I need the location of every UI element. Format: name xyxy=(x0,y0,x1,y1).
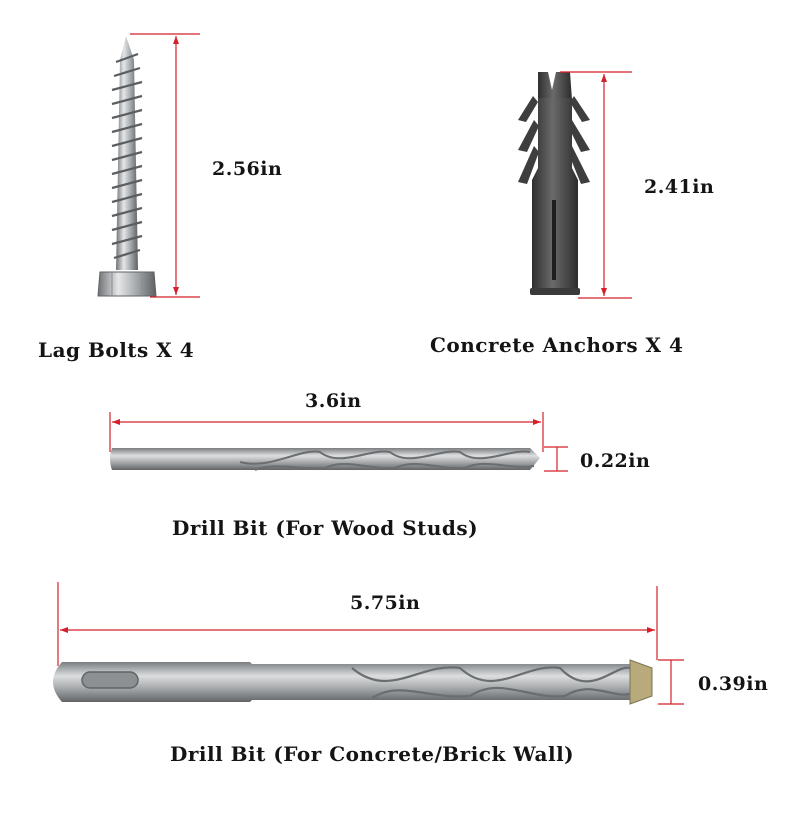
concrete-bit-diameter-line xyxy=(658,659,684,705)
anchor-length-label: 2.41in xyxy=(644,176,715,198)
wood-bit-diameter-label: 0.22in xyxy=(580,450,651,472)
concrete-bit-length-label: 5.75in xyxy=(350,592,421,614)
wood-bit-caption: Drill Bit (For Wood Studs) xyxy=(172,516,479,540)
concrete-drill-bit-image xyxy=(53,659,653,705)
concrete-anchors-caption: Concrete Anchors X 4 xyxy=(430,333,684,357)
lag-bolt-threads xyxy=(111,52,143,260)
wood-bit-diameter-line xyxy=(544,446,568,472)
lag-bolt-dimension-line xyxy=(130,33,200,298)
concrete-bit-flutes xyxy=(351,666,631,699)
lag-bolt-image xyxy=(97,36,157,297)
wood-bit-flutes xyxy=(239,450,535,471)
lag-bolt-length-label: 2.56in xyxy=(212,158,283,180)
anchor-dimension-line xyxy=(560,71,632,299)
lag-bolts-caption: Lag Bolts X 4 xyxy=(38,338,195,362)
concrete-bit-diameter-label: 0.39in xyxy=(698,673,769,695)
wood-drill-bit-image xyxy=(110,448,540,471)
concrete-bit-length-line xyxy=(57,582,658,666)
wood-bit-length-label: 3.6in xyxy=(305,390,362,412)
concrete-bit-caption: Drill Bit (For Concrete/Brick Wall) xyxy=(170,742,575,766)
concrete-anchor-image xyxy=(518,72,590,295)
anchor-fins xyxy=(518,96,590,184)
wood-bit-length-line xyxy=(109,412,544,452)
